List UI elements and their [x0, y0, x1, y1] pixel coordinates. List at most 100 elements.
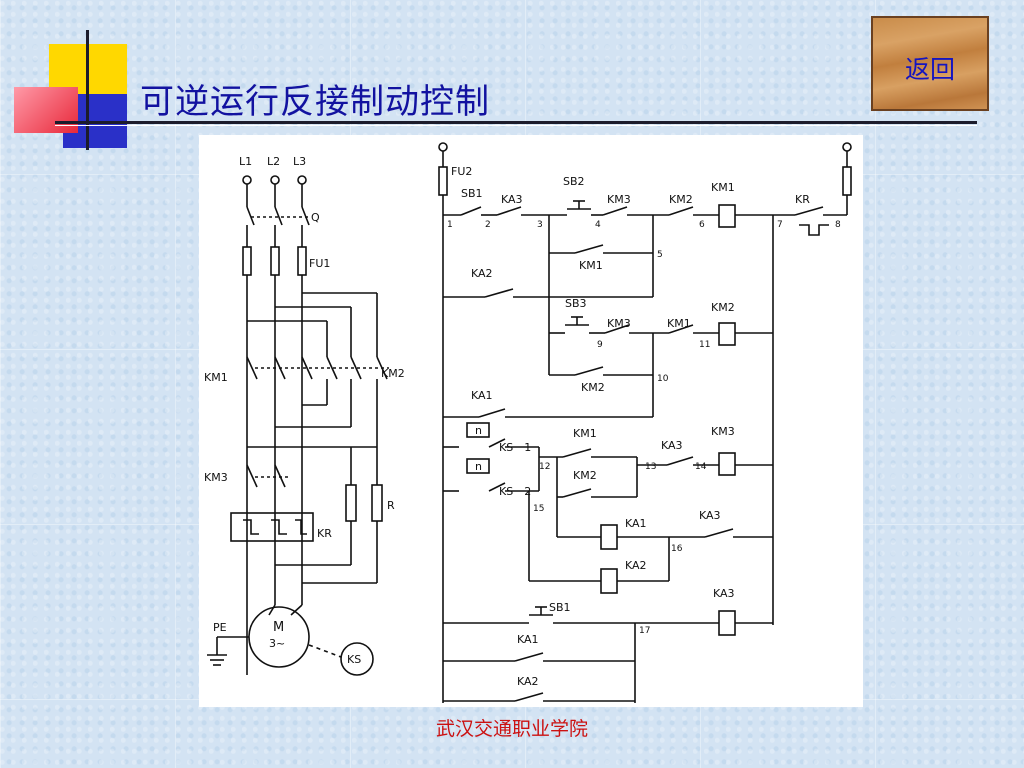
node-3: 3: [537, 220, 543, 230]
label-motor: M: [273, 620, 284, 635]
label-kr-ctrl: KR: [795, 193, 810, 206]
node-13: 13: [645, 462, 656, 472]
node-11: 11: [699, 340, 710, 350]
label-sb3: SB3: [565, 297, 587, 310]
label-ks: KS: [347, 653, 361, 666]
km3-nc-contact-row2: [604, 324, 630, 334]
circuit-svg: L1 L2 L3 Q FU1 KM1 KM2 KM3 KR R M 3~ KS …: [204, 142, 852, 703]
km2-coil: [718, 322, 736, 346]
label-r: R: [387, 499, 395, 512]
label-ks2: KS－2: [499, 485, 531, 498]
fuse-fu2: [438, 166, 448, 196]
fuse-fu1-2: [270, 246, 280, 276]
back-button-label: 返回: [904, 55, 955, 84]
terminal-l2: [270, 175, 280, 185]
label-l1: L1: [239, 155, 252, 168]
km2-contact-2: [350, 356, 362, 380]
thermal-relay-kr: [230, 512, 314, 542]
fuse-fu1-3: [297, 246, 307, 276]
label-kr-power: KR: [317, 527, 332, 540]
sb1-contact: [460, 206, 482, 216]
km3-contact-2: [274, 464, 286, 488]
label-km1-row3: KM1: [573, 427, 597, 440]
label-ks1: KS－1: [499, 441, 531, 454]
terminal-ctrl-left: [438, 142, 448, 152]
label-km3-row2: KM3: [607, 317, 631, 330]
km1-nc-contact: [668, 324, 694, 334]
node-12: 12: [539, 462, 550, 472]
resistor-r-2: [371, 484, 383, 522]
ka3-nc-contact-row3: [666, 456, 694, 466]
label-n2: n: [475, 460, 482, 473]
terminal-l1: [242, 175, 252, 185]
km1-contact-3: [301, 356, 313, 380]
ka2-coil: [600, 568, 618, 594]
km2-no-contact-row3: [562, 488, 592, 498]
label-q: Q: [311, 211, 320, 224]
footer-institution: 武汉交通职业学院: [435, 718, 588, 740]
label-l3: L3: [293, 155, 306, 168]
label-km3-coil: KM3: [711, 425, 735, 438]
label-km1-row2: KM1: [667, 317, 691, 330]
node-17: 17: [639, 626, 650, 636]
node-7: 7: [777, 220, 783, 230]
ks2-symbol: [466, 458, 490, 474]
node-8: 8: [835, 220, 841, 230]
label-fu1: FU1: [309, 257, 330, 270]
ks1-contact: [488, 438, 506, 448]
label-fu2: FU2: [451, 165, 472, 178]
label-l2: L2: [267, 155, 280, 168]
ka1-contact-row2: [478, 408, 506, 418]
label-ka2-coil: KA2: [625, 559, 647, 572]
label-km2-coil: KM2: [711, 301, 735, 314]
label-ka3-row4: KA3: [699, 509, 721, 522]
label-km1-hold: KM1: [579, 259, 603, 272]
label-ka1-row5: KA1: [517, 633, 539, 646]
km2-nc-contact: [668, 206, 694, 216]
label-ka3-row3: KA3: [661, 439, 683, 452]
ka2-no-contact-row5: [514, 692, 544, 702]
ka3-coil: [718, 610, 736, 636]
label-n1: n: [475, 424, 482, 437]
terminal-l3: [297, 175, 307, 185]
label-ka3-row1: KA3: [501, 193, 523, 206]
label-ka2-row5: KA2: [517, 675, 539, 688]
node-16: 16: [671, 544, 683, 554]
label-pe: PE: [213, 621, 227, 634]
ka3-no-contact-row4: [704, 528, 734, 538]
km1-no-contact-row3: [562, 448, 592, 458]
label-motor-sub: 3~: [269, 637, 285, 650]
label-km3-power: KM3: [204, 471, 228, 484]
label-km1-coil: KM1: [711, 181, 735, 194]
ka1-no-contact-row5: [514, 652, 544, 662]
km3-nc-contact: [602, 206, 628, 216]
km2-holding-contact: [574, 366, 604, 376]
deco-vertical-line: [86, 30, 89, 150]
title-divider-highlight: [55, 125, 977, 126]
resistor-r-1: [345, 484, 357, 522]
kr-nc-contact: [794, 206, 824, 216]
label-ka1-row2: KA1: [471, 389, 493, 402]
switch-q-blade-1: [246, 206, 255, 226]
label-km2-power: KM2: [381, 367, 405, 380]
switch-q-blade-3: [301, 206, 310, 226]
km1-contact-1: [246, 356, 258, 380]
label-sb2: SB2: [563, 175, 585, 188]
ka2-contact-row1: [484, 288, 514, 298]
label-km2-hold: KM2: [581, 381, 605, 394]
km2-contact-1: [326, 356, 338, 380]
node-2: 2: [485, 220, 491, 230]
label-sb1-no: SB1: [549, 601, 571, 614]
node-1: 1: [447, 220, 453, 230]
km1-holding-contact: [574, 244, 604, 254]
ka3-contact-row1: [496, 206, 522, 216]
label-km2-row1: KM2: [669, 193, 693, 206]
title-divider: [55, 121, 977, 124]
back-button[interactable]: 返回: [871, 16, 989, 111]
ks1-symbol: [466, 422, 490, 438]
node-15: 15: [533, 504, 544, 514]
page-title: 可逆运行反接制动控制: [140, 82, 490, 122]
ks2-contact: [488, 482, 506, 492]
ka1-coil: [600, 524, 618, 550]
speed-relay-ks: [340, 642, 374, 676]
